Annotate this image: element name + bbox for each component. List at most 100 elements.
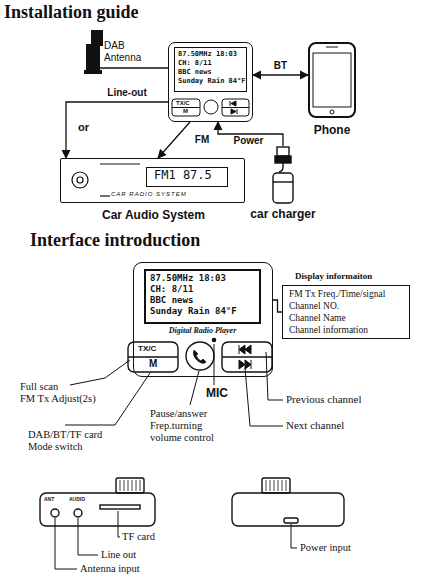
node-text: CH: 8/11 xyxy=(178,59,212,68)
charger-outline xyxy=(273,173,293,203)
node-text: Channel Name xyxy=(289,313,346,324)
node-text: CH: 8/11 xyxy=(150,284,193,295)
charger-outline xyxy=(273,181,293,182)
phone-screen xyxy=(313,53,351,107)
node-text: FM Tx Freq./Time/signal xyxy=(289,289,385,300)
device-buttons xyxy=(128,338,272,372)
label: Full scan xyxy=(20,381,58,393)
label: Antenna input xyxy=(80,563,140,575)
connector xyxy=(218,122,283,146)
node-text: Sunday Rain 84°F xyxy=(178,77,245,86)
label: AUDIO xyxy=(69,497,85,503)
device-side-view xyxy=(116,478,144,493)
label: ANT xyxy=(44,497,54,503)
car-charger: car charger xyxy=(268,146,298,204)
knob-ridge xyxy=(286,480,287,491)
connector xyxy=(273,300,282,312)
device-buttons xyxy=(222,99,249,116)
label: Previous channel xyxy=(286,393,361,406)
label: DAB/BT/TF card Mode switch xyxy=(28,429,110,453)
car-radio-parts xyxy=(72,172,88,188)
label: TX/C xyxy=(138,344,156,353)
device-side-view xyxy=(100,505,140,509)
edge-label: FM xyxy=(193,134,211,146)
dab-antenna xyxy=(84,70,102,74)
knob-ridge xyxy=(124,480,125,491)
label: Line out xyxy=(101,549,136,561)
charger-outline xyxy=(268,146,298,204)
device-buttons xyxy=(172,99,200,116)
knob-ridge xyxy=(270,480,271,491)
leader-line xyxy=(78,518,98,555)
node-text: BBC news xyxy=(178,68,212,77)
device-buttons xyxy=(172,107,200,108)
knob-ridge xyxy=(128,480,129,491)
node-text: 87.50MHz 18:03 xyxy=(150,273,226,284)
knob-ridge xyxy=(282,480,283,491)
node-text: Car Audio System xyxy=(61,209,246,223)
device-buttons xyxy=(230,101,237,114)
antenna-wire xyxy=(100,67,168,68)
leader-line xyxy=(55,518,77,569)
device-side-view xyxy=(232,493,344,526)
leader-line xyxy=(291,524,297,548)
phone-screen xyxy=(326,47,338,48)
leader-line xyxy=(266,352,283,400)
leader-line xyxy=(70,360,130,385)
device-buttons xyxy=(239,360,251,369)
label: FM Tx Adjust(2s) xyxy=(20,393,96,405)
device-side-view xyxy=(262,478,290,493)
phone-screen xyxy=(313,47,351,114)
device-buttons xyxy=(172,99,249,116)
connector xyxy=(158,122,190,158)
knob-ridge xyxy=(120,480,121,491)
label: M xyxy=(149,358,157,370)
phone: Phone xyxy=(308,42,356,118)
label: Pause/answer Frep.turning volume control xyxy=(150,408,230,444)
device-side-view xyxy=(74,509,82,517)
antenna-wire xyxy=(100,67,168,68)
section-title: Installation guide xyxy=(4,2,139,23)
label: DAB Antenna xyxy=(104,40,154,63)
node-text: CAR RADIO SYSTEM xyxy=(111,191,187,198)
device-side-view xyxy=(40,493,155,526)
node-text: 87.50MHz 18:03 xyxy=(178,50,237,59)
node-text: Sunday Rain 84°F xyxy=(150,306,237,317)
node-text: Digital Radio Player xyxy=(134,326,271,335)
leader-line xyxy=(55,511,297,569)
display-info-box: Display informaitonFM Tx Freq./Time/sign… xyxy=(282,285,410,339)
device-buttons xyxy=(194,350,207,363)
label: TX/C xyxy=(176,100,190,107)
device-buttons xyxy=(239,345,251,354)
car-radio-parts xyxy=(77,177,83,183)
label: or xyxy=(78,121,89,134)
charger-outline xyxy=(279,163,283,172)
label: Next channel xyxy=(286,419,344,432)
label: M xyxy=(183,108,188,115)
radio-device: 87.50MHz 18:03CH: 8/11BBC newsSunday Rai… xyxy=(168,42,253,122)
edge-label: Power xyxy=(231,135,265,147)
charger-outline xyxy=(275,156,291,163)
device-buttons xyxy=(222,107,249,108)
device-buttons xyxy=(128,342,178,372)
node-text: Phone xyxy=(302,124,362,138)
node-text: Channel NO. xyxy=(289,301,339,312)
device-buttons xyxy=(222,356,272,357)
label: Interface introduction xyxy=(30,230,200,251)
connector xyxy=(253,74,308,75)
device-buttons xyxy=(186,342,214,370)
edge-label: Line-out xyxy=(105,87,148,99)
car-radio-parts xyxy=(100,195,110,196)
label: Power input xyxy=(300,542,351,554)
knob-ridge xyxy=(136,480,137,491)
leader-line xyxy=(118,511,120,537)
node-text: Channel information xyxy=(289,325,368,336)
leader-line xyxy=(214,344,215,385)
phone-screen xyxy=(330,110,334,114)
label: TF card xyxy=(122,531,155,543)
knob-ridge xyxy=(132,480,133,491)
dab-antenna xyxy=(91,30,103,46)
node-text: BBC news xyxy=(150,295,193,306)
knob-ridge xyxy=(274,480,275,491)
device-side-view xyxy=(284,518,298,523)
